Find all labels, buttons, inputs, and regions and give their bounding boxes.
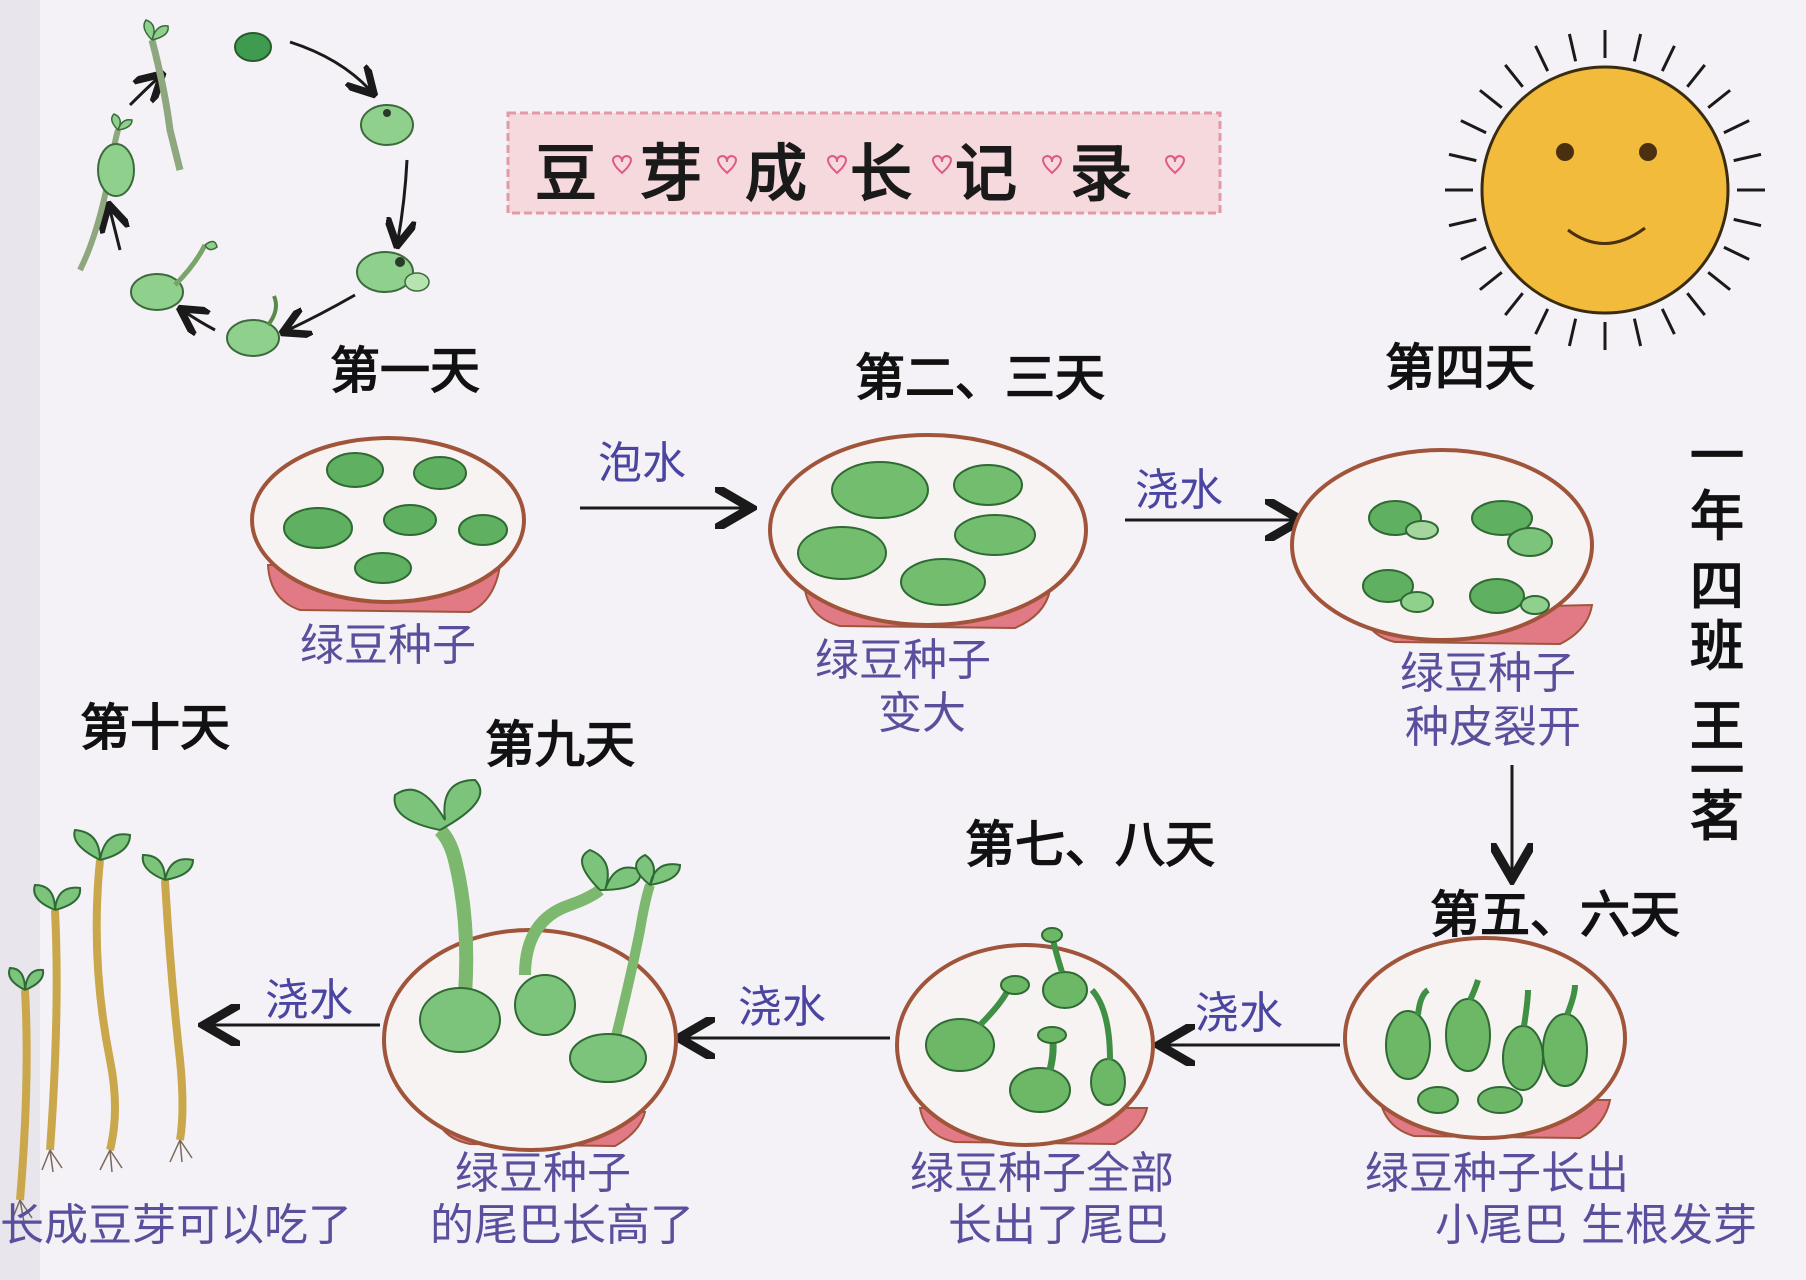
sun-ray [1504,292,1524,317]
sun-ray [1707,271,1732,291]
stage-day23: 第二、三天 绿豆种子 变大 [768,349,1105,739]
stage-caption-line: 绿豆种子长出 [1365,1148,1629,1199]
sun-ray [1460,119,1487,135]
sun-ray [1478,89,1503,109]
bowl-icon [382,928,678,1152]
sun-ray [1632,318,1643,347]
sun-ray [1660,45,1676,72]
action-arrow: 浇水 [1165,988,1340,1045]
sun-icon [1445,30,1765,350]
title-char-4: 长 [850,137,912,210]
title-char-3: 成 [745,137,807,210]
author-char-6: 一 [1690,740,1744,803]
heart-icon [612,154,1185,175]
author-char-2: 年 [1690,485,1744,548]
sun-ray [1632,33,1643,62]
stage-caption-line: 的尾巴长高了 [430,1200,694,1251]
stage-caption-line: 绿豆种子 [815,635,991,686]
stage-caption-line: 绿豆种子 [300,620,476,671]
stage-caption-line: 小尾巴 生根发芽 [1435,1200,1757,1251]
sun-ray [1686,63,1706,88]
action-label: 浇水 [1135,465,1223,516]
sun-ray [1733,217,1762,228]
sun-ray [1686,292,1706,317]
title-char-6: 录 [1070,137,1132,210]
title-char-5: 记 [955,137,1017,210]
sun-ray [1723,119,1750,135]
sun-ray [1460,245,1487,261]
sprout-icon [1385,979,1588,1114]
title-banner: 豆 芽 成 长 记 录 [506,111,1222,215]
action-label: 浇水 [1195,988,1283,1039]
stage-caption-line: 种皮裂开 [1405,702,1581,753]
action-arrow: 浇水 [1125,465,1295,520]
stage-day56: 第五、六天 绿豆种子长出 小尾巴 生根发芽 [1343,886,1757,1251]
stage-day1: 第一天 绿豆种子 [250,342,526,671]
sun-ray [1567,33,1578,62]
author-char-7: 茗 [1690,785,1744,848]
sun-ray [1504,63,1524,88]
action-arrow: 浇水 [210,975,380,1026]
stage-label: 第二、三天 [855,349,1105,407]
action-label: 浇水 [738,982,826,1033]
sun-ray [1660,308,1676,335]
sprout-icon [393,778,682,1083]
sun-ray [1448,152,1477,163]
stage-label: 第一天 [330,342,480,400]
stage-caption-line: 绿豆种子 [455,1148,631,1199]
action-label: 浇水 [265,975,353,1026]
sun-ray [1733,152,1762,163]
stage-label: 第九天 [485,716,635,774]
bowl-icon [895,943,1155,1147]
stage-day9: 第九天 绿豆种子 的尾巴长高了 [382,716,694,1251]
stage-caption-line: 长出了尾巴 [948,1200,1168,1251]
author-char-4: 班 [1690,615,1744,678]
author-char-1: 一 [1690,425,1744,488]
sun-ray [1478,271,1503,291]
mung-beans [283,452,508,584]
stage-day78: 第七、八天 绿豆种子全部 长出了尾巴 [895,816,1215,1251]
stage-label: 第七、八天 [965,816,1215,874]
mung-beans [1362,500,1553,615]
author-char-3: 四 [1690,555,1744,618]
stage-label: 第五、六天 [1430,886,1680,944]
stage-caption-line: 变大 [878,688,966,739]
mung-beans [797,461,1036,606]
sun-ray [1723,245,1750,261]
stage-label: 第十天 [80,699,230,757]
stage-day4: 第四天 绿豆种子 种皮裂开 [1290,339,1594,753]
sun-ray [1567,318,1578,347]
stage-caption-line: 长成豆芽可以吃了 [0,1200,352,1251]
action-label: 泡水 [598,438,686,489]
stage-caption-line: 绿豆种子全部 [910,1148,1174,1199]
sun-ray [1534,308,1550,335]
title-char-2: 芽 [640,137,702,210]
life-cycle-diagram [77,19,430,357]
sun-ray [1707,89,1732,109]
title-char-1: 豆 [535,137,597,210]
sun-ray [1448,217,1477,228]
author-name: 一 年 四 班 王 一 茗 [1690,425,1744,848]
action-arrow: 浇水 [685,982,890,1038]
author-char-5: 王 [1690,695,1744,758]
stage-day10: 第十天 长成豆芽可以吃了 [0,699,352,1251]
sprout-icon [925,927,1126,1113]
sun-ray [1534,45,1550,72]
stage-label: 第四天 [1385,339,1535,397]
stage-caption-line: 绿豆种子 [1400,648,1576,699]
sprout-icon [8,828,195,1223]
action-arrow: 泡水 [580,438,745,508]
